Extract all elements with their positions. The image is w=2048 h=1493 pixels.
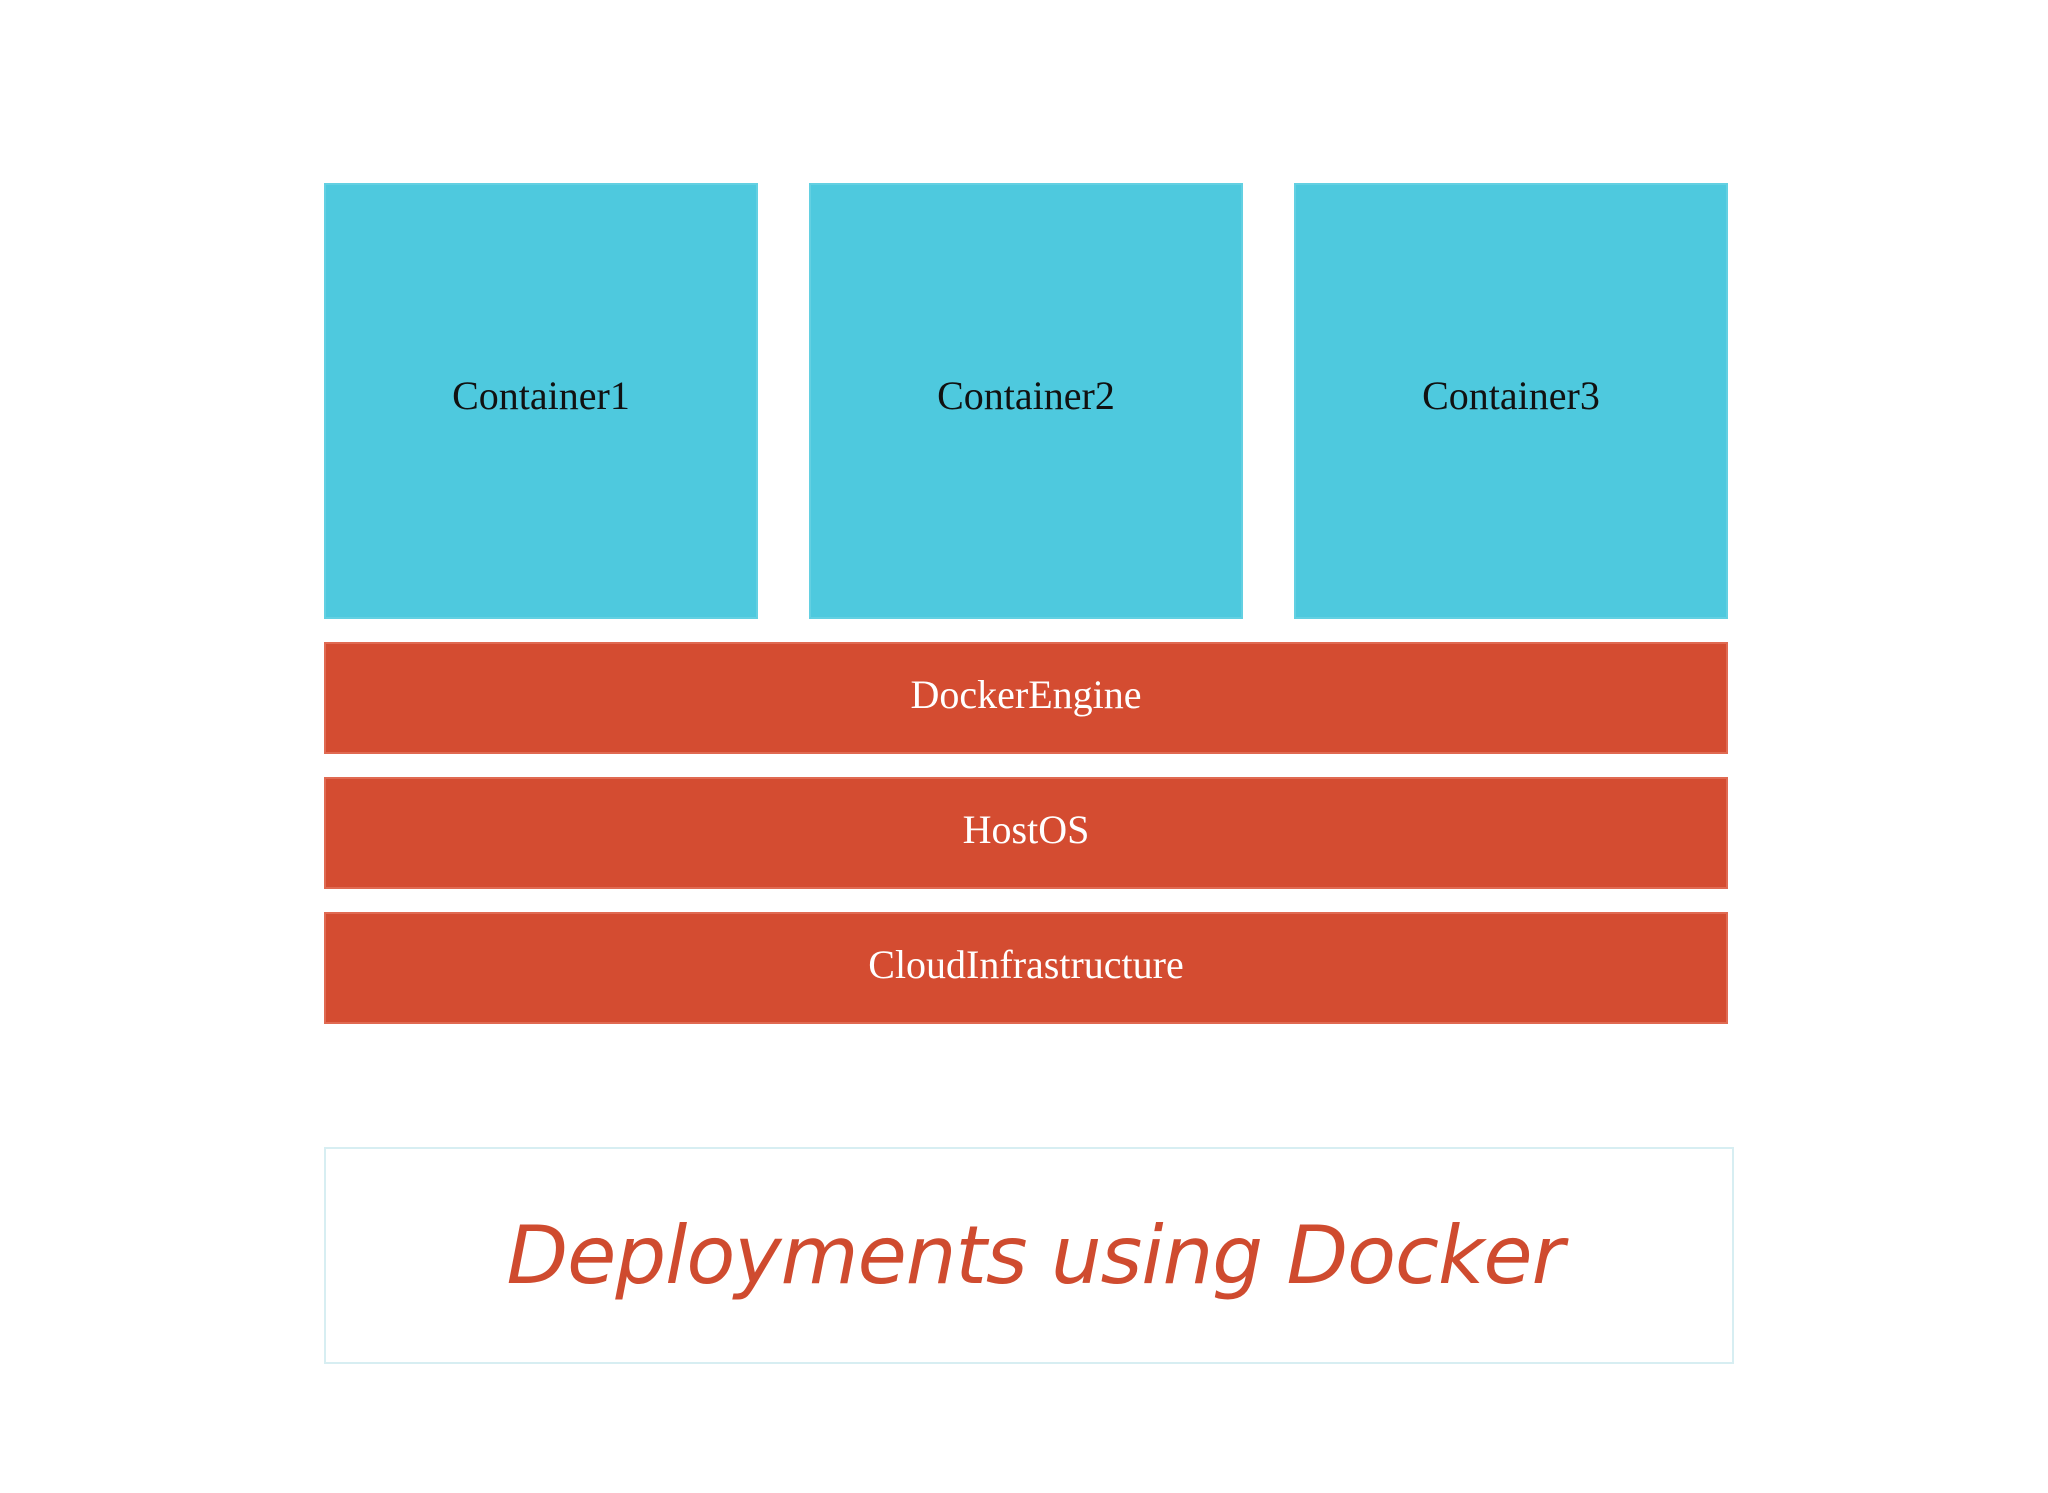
container-1-box: Container1	[324, 183, 758, 619]
caption-box: Deployments using Docker	[324, 1147, 1734, 1364]
containers-row: Container1 Container2 Container3	[324, 183, 1728, 619]
cloud-infrastructure-layer: CloudInfrastructure	[324, 912, 1728, 1024]
container-1-label: Container1	[452, 372, 630, 418]
container-2-box: Container2	[809, 183, 1243, 619]
docker-architecture-diagram: Container1 Container2 Container3 DockerE…	[324, 183, 1728, 1024]
cloud-infrastructure-label: CloudInfrastructure	[868, 941, 1184, 987]
host-os-label: HostOS	[962, 806, 1090, 852]
host-os-layer: HostOS	[324, 777, 1728, 889]
container-2-label: Container2	[937, 372, 1115, 418]
container-3-box: Container3	[1294, 183, 1728, 619]
container-3-label: Container3	[1422, 372, 1600, 418]
docker-engine-label: DockerEngine	[910, 671, 1142, 717]
diagram-caption: Deployments using Docker	[506, 1209, 1565, 1302]
docker-engine-layer: DockerEngine	[324, 642, 1728, 754]
